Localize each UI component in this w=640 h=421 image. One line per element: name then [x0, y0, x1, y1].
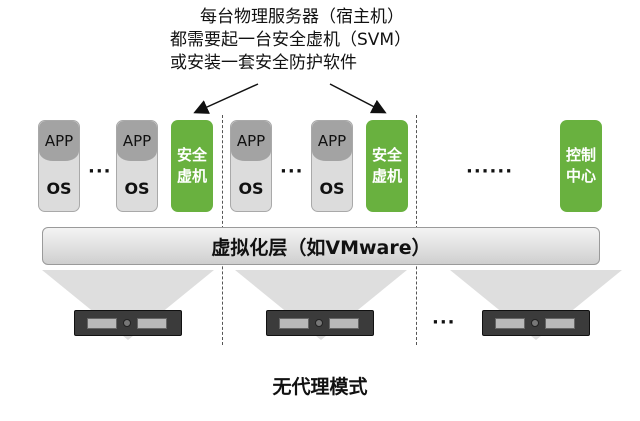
vm-os-label: OS [46, 178, 72, 198]
control-center-label: 控制中心 [565, 146, 596, 185]
vm-box: APP OS [311, 120, 353, 212]
server-icon [482, 310, 590, 336]
vm-app-label: APP [312, 121, 352, 161]
vm-box: APP OS [38, 120, 80, 212]
control-center: 控制中心 [560, 120, 602, 212]
vm-os-label: OS [319, 178, 345, 198]
security-vm-label: 安全虚机 [371, 146, 402, 185]
ellipsis: ······ [466, 161, 514, 182]
vm-os-label: OS [238, 178, 264, 198]
callout-text: 每台物理服务器（宿主机） 都需要起一台安全虚机（SVM） 或安装一套安全防护软件 [170, 6, 470, 75]
security-vm-label: 安全虚机 [176, 146, 207, 185]
server-icon [266, 310, 374, 336]
server-icon [74, 310, 182, 336]
security-vm: 安全虚机 [366, 120, 408, 212]
vm-os-label: OS [124, 178, 150, 198]
vm-box: APP OS [116, 120, 158, 212]
arrow-left [193, 83, 259, 114]
security-vm: 安全虚机 [171, 120, 213, 212]
diagram-caption: 无代理模式 [272, 376, 368, 398]
vm-box: APP OS [230, 120, 272, 212]
callout-line-1: 每台物理服务器（宿主机） [200, 7, 404, 27]
vm-app-label: APP [231, 121, 271, 161]
vm-app-label: APP [117, 121, 157, 161]
ellipsis: ··· [280, 161, 304, 182]
virtualization-layer-label: 虚拟化层（如VMware） [211, 236, 431, 259]
callout-line-2: 都需要起一台安全虚机（SVM） [170, 30, 412, 50]
ellipsis: ··· [432, 312, 456, 333]
arrow-right [329, 83, 387, 114]
vm-app-label: APP [39, 121, 79, 161]
callout-line-3: 或安装一套安全防护软件 [170, 53, 357, 73]
ellipsis: ··· [88, 161, 112, 182]
virtualization-layer: 虚拟化层（如VMware） [42, 227, 600, 265]
